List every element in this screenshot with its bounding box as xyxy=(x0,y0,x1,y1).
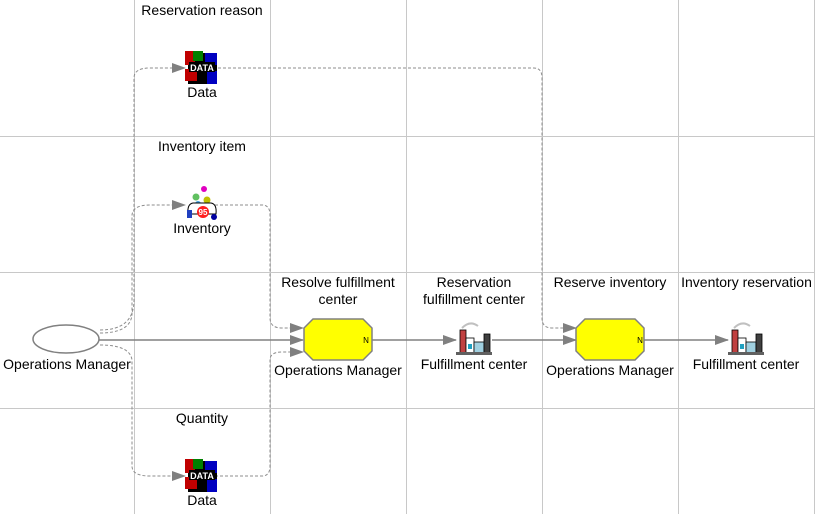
quantity-title: Quantity xyxy=(175,410,229,426)
data-connectors xyxy=(99,63,577,481)
data-icon[interactable]: DATA xyxy=(185,51,217,84)
fc-reservation-label: Fulfillment center xyxy=(420,356,528,372)
reservation-reason-title: Reservation reason xyxy=(141,2,263,18)
activity-reserve-marker: N xyxy=(637,336,643,345)
activity-resolve-shape[interactable] xyxy=(303,318,373,361)
fc-reservation-title: Reservation fulfillment center xyxy=(423,274,525,307)
svg-text:DATA: DATA xyxy=(190,471,214,481)
activity-resolve-marker: N xyxy=(363,336,369,345)
activity-reserve-title: Reserve inventory xyxy=(553,274,667,290)
connector-start-to-reason xyxy=(99,63,186,331)
data-icon[interactable]: DATA xyxy=(185,459,217,492)
reservation-reason-label: Data xyxy=(187,84,217,100)
inventory-item-title: Inventory item xyxy=(158,138,246,154)
activity-resolve-title: Resolve fulfillment center xyxy=(281,274,395,307)
svg-text:95: 95 xyxy=(199,208,208,217)
factory-icon[interactable] xyxy=(456,322,492,355)
inventory-label: Inventory xyxy=(173,220,231,236)
connector-start-to-quantity xyxy=(99,344,186,481)
connector-start-to-inventory xyxy=(99,200,186,334)
start-event-shape[interactable] xyxy=(32,324,100,354)
connector-inventory-to-resolve xyxy=(215,204,304,333)
inventory-reservation-label: Fulfillment center xyxy=(692,356,800,372)
inventory-reservation-title: Inventory reservation xyxy=(681,274,812,290)
inventory-icon[interactable]: 95 xyxy=(187,186,217,220)
start-event-label: Operations Manager xyxy=(3,356,131,372)
activity-reserve-shape[interactable] xyxy=(575,318,645,361)
connector-quantity-to-resolve xyxy=(215,347,304,477)
quantity-label: Data xyxy=(187,492,217,508)
connector-reason-to-reserve xyxy=(218,67,577,333)
activity-reserve-label: Operations Manager xyxy=(546,362,674,378)
activity-resolve-label: Operations Manager xyxy=(274,362,402,378)
factory-icon[interactable] xyxy=(728,322,764,355)
svg-text:DATA: DATA xyxy=(190,63,214,73)
